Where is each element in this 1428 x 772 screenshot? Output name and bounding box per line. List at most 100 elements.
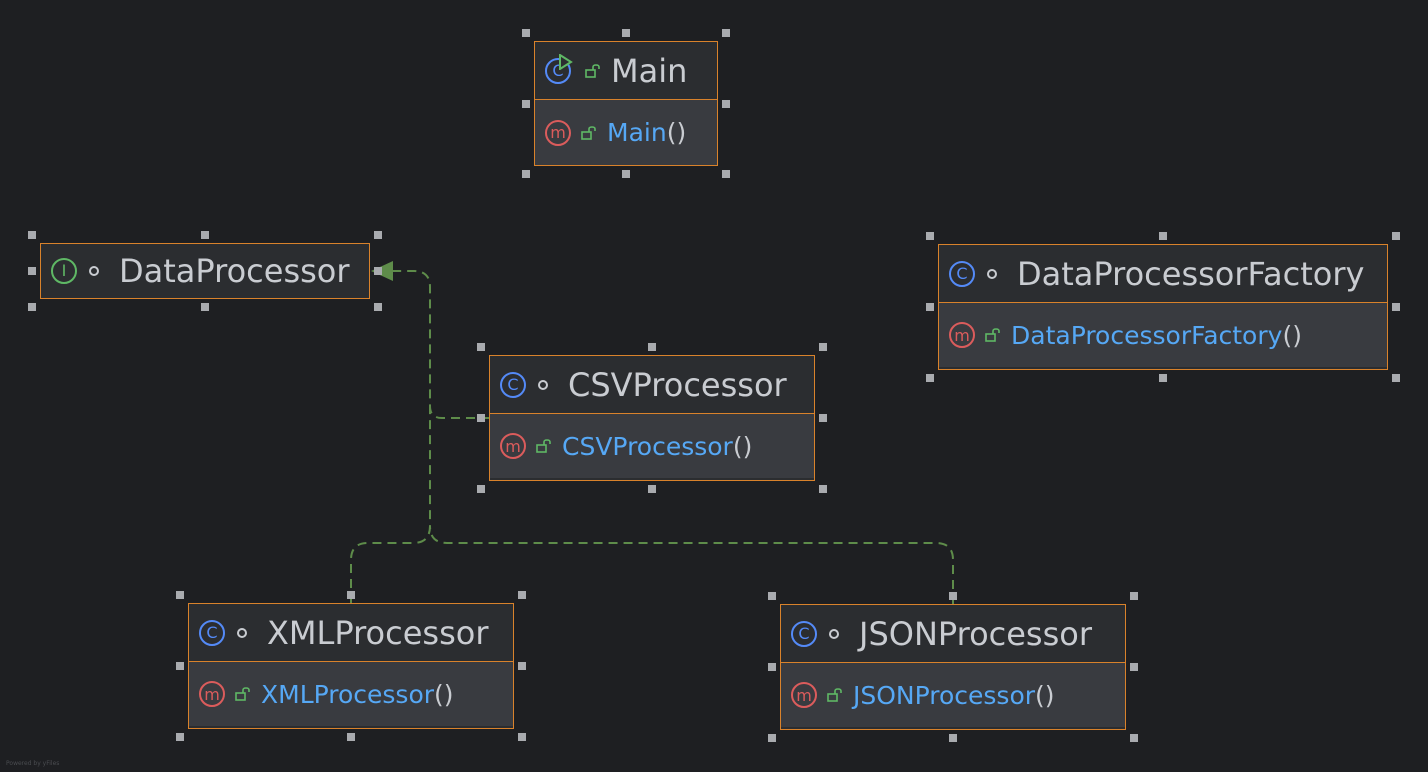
- resize-handle[interactable]: [28, 231, 36, 239]
- class-icon: C: [500, 371, 526, 398]
- resize-handle[interactable]: [648, 343, 656, 351]
- interface-header: I DataProcessor: [41, 244, 369, 297]
- package-visibility-icon: [538, 379, 548, 390]
- method-icon: m: [545, 119, 571, 146]
- resize-handle[interactable]: [374, 303, 382, 311]
- resize-handle[interactable]: [1392, 232, 1400, 240]
- resize-handle[interactable]: [477, 343, 485, 351]
- resize-handle[interactable]: [722, 29, 730, 37]
- resize-handle[interactable]: [1159, 232, 1167, 240]
- resize-handle[interactable]: [28, 267, 36, 275]
- method-row[interactable]: m JSONProcessor(): [781, 663, 1125, 727]
- public-lock-icon: [585, 63, 600, 78]
- resize-handle[interactable]: [176, 591, 184, 599]
- resize-handle[interactable]: [648, 485, 656, 493]
- resize-handle[interactable]: [926, 232, 934, 240]
- interface-icon: I: [51, 257, 77, 284]
- resize-handle[interactable]: [28, 303, 36, 311]
- run-icon: [559, 53, 573, 70]
- resize-handle[interactable]: [201, 231, 209, 239]
- class-header: C Main: [535, 42, 717, 100]
- class-runnable-icon: C: [545, 53, 573, 84]
- class-node-csvprocessor[interactable]: C CSVProcessor m CSVProcessor(): [489, 355, 815, 481]
- resize-handle[interactable]: [477, 414, 485, 422]
- resize-handle[interactable]: [518, 733, 526, 741]
- edge-xml-to-dataprocessor[interactable]: [350, 406, 431, 603]
- resize-handle[interactable]: [768, 663, 776, 671]
- resize-handle[interactable]: [768, 592, 776, 600]
- resize-handle[interactable]: [949, 592, 957, 600]
- resize-handle[interactable]: [347, 591, 355, 599]
- interface-name: DataProcessor: [119, 251, 350, 290]
- class-node-xmlprocessor[interactable]: C XMLProcessor m XMLProcessor(): [188, 603, 514, 729]
- package-visibility-icon: [89, 265, 99, 276]
- class-name: Main: [611, 51, 688, 90]
- package-visibility-icon: [237, 627, 247, 638]
- resize-handle[interactable]: [819, 414, 827, 422]
- class-header: C DataProcessorFactory: [939, 245, 1387, 303]
- resize-handle[interactable]: [722, 99, 730, 108]
- resize-handle[interactable]: [1130, 734, 1138, 742]
- class-header: C JSONProcessor: [781, 605, 1125, 663]
- resize-handle[interactable]: [926, 374, 934, 382]
- resize-handle[interactable]: [1130, 663, 1138, 671]
- resize-handle[interactable]: [201, 303, 209, 311]
- resize-handle[interactable]: [1130, 592, 1138, 600]
- class-node-jsonprocessor[interactable]: C JSONProcessor m JSONProcessor(): [780, 604, 1126, 730]
- resize-handle[interactable]: [1392, 303, 1400, 311]
- edge-json-to-dataprocessor[interactable]: [429, 525, 954, 604]
- implements-arrowhead: [371, 261, 393, 281]
- method-row[interactable]: m Main(): [535, 100, 717, 165]
- resize-handle[interactable]: [522, 170, 530, 178]
- method-row[interactable]: m CSVProcessor(): [490, 414, 814, 478]
- public-lock-icon: [581, 125, 596, 140]
- edge-csv-to-dataprocessor[interactable]: [392, 270, 490, 419]
- method-name: Main(): [607, 118, 687, 147]
- method-row[interactable]: m XMLProcessor(): [189, 662, 513, 726]
- class-name: XMLProcessor: [267, 613, 489, 652]
- class-icon: C: [949, 260, 975, 287]
- public-lock-icon: [536, 439, 551, 453]
- class-header: C CSVProcessor: [490, 356, 814, 414]
- resize-handle[interactable]: [722, 170, 730, 178]
- resize-handle[interactable]: [1392, 374, 1400, 382]
- class-icon: C: [199, 619, 225, 646]
- resize-handle[interactable]: [518, 591, 526, 599]
- method-icon: m: [791, 682, 817, 708]
- resize-handle[interactable]: [622, 29, 630, 37]
- method-name: JSONProcessor(): [853, 680, 1055, 710]
- resize-handle[interactable]: [347, 733, 355, 741]
- resize-handle[interactable]: [949, 734, 957, 742]
- class-name: CSVProcessor: [568, 365, 787, 404]
- resize-handle[interactable]: [518, 662, 526, 670]
- resize-handle[interactable]: [819, 485, 827, 493]
- resize-handle[interactable]: [374, 231, 382, 239]
- resize-handle[interactable]: [622, 170, 630, 178]
- resize-handle[interactable]: [522, 99, 530, 108]
- method-name: DataProcessorFactory(): [1011, 320, 1302, 350]
- public-lock-icon: [985, 328, 1000, 342]
- resize-handle[interactable]: [768, 734, 776, 742]
- resize-handle[interactable]: [176, 662, 184, 670]
- method-row[interactable]: m DataProcessorFactory(): [939, 303, 1387, 367]
- resize-handle[interactable]: [522, 29, 530, 37]
- resize-handle[interactable]: [176, 733, 184, 741]
- class-node-main[interactable]: C Main m Main(): [534, 41, 718, 166]
- class-icon: C: [791, 620, 817, 647]
- package-visibility-icon: [829, 628, 839, 639]
- resize-handle[interactable]: [819, 343, 827, 351]
- footer-watermark: Powered by yFiles: [6, 760, 60, 767]
- resize-handle[interactable]: [1159, 374, 1167, 382]
- class-header: C XMLProcessor: [189, 604, 513, 662]
- interface-node-dataprocessor[interactable]: I DataProcessor: [40, 243, 370, 299]
- resize-handle[interactable]: [374, 267, 382, 275]
- method-icon: m: [949, 322, 975, 348]
- resize-handle[interactable]: [926, 303, 934, 311]
- class-node-dataprocessorfactory[interactable]: C DataProcessorFactory m DataProcessorFa…: [938, 244, 1388, 370]
- resize-handle[interactable]: [477, 485, 485, 493]
- method-icon: m: [199, 681, 225, 707]
- method-name: CSVProcessor(): [562, 431, 753, 461]
- package-visibility-icon: [987, 268, 997, 279]
- method-icon: m: [500, 433, 526, 459]
